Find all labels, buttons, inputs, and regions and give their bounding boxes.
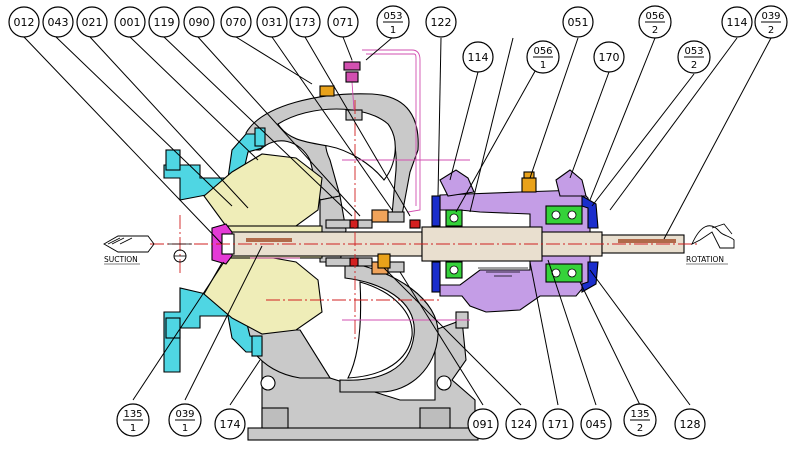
callout-056-1: 056 1 <box>526 40 560 74</box>
callout-128: 128 <box>674 408 706 440</box>
callout-174-text: 174 <box>220 418 241 431</box>
callout-001: 001 <box>114 6 146 38</box>
callout-119-text: 119 <box>154 16 175 29</box>
callout-114-a: 114 <box>462 41 494 73</box>
rotation-label: ROTATION <box>686 255 724 264</box>
oil-fittings <box>319 85 537 269</box>
callout-001-text: 001 <box>120 16 141 29</box>
callout-043: 043 <box>42 6 74 38</box>
callout-135-1-bottom: 1 <box>130 423 136 434</box>
callout-056-1-top: 056 <box>533 46 552 57</box>
callout-135-2: 135 2 <box>623 403 657 437</box>
callout-053-1-bottom: 1 <box>390 25 396 36</box>
callout-135-2-bottom: 2 <box>637 423 643 434</box>
callout-171: 171 <box>542 408 574 440</box>
callout-045-text: 045 <box>586 418 607 431</box>
leader-lines <box>23 36 772 406</box>
callout-039-1: 039 1 <box>168 403 202 437</box>
callout-053-1: 053 1 <box>376 5 410 39</box>
callout-051: 051 <box>562 6 594 38</box>
callout-173: 173 <box>289 6 321 38</box>
impeller <box>203 153 323 335</box>
callout-053-2-bottom: 2 <box>691 60 697 71</box>
callout-056-1-bottom: 1 <box>540 60 546 71</box>
centerlines <box>150 100 700 340</box>
volute-casing <box>239 93 469 393</box>
callout-051-text: 051 <box>568 16 589 29</box>
callout-031-text: 031 <box>262 16 283 29</box>
callout-039-2: 039 2 <box>754 5 788 39</box>
callout-124: 124 <box>505 408 537 440</box>
bearings <box>445 205 583 283</box>
callout-012: 012 <box>8 6 40 38</box>
callout-091: 091 <box>467 408 499 440</box>
callout-135-1: 135 1 <box>116 403 150 437</box>
callout-091-text: 091 <box>473 418 494 431</box>
callout-114-a-text: 114 <box>468 51 489 64</box>
callout-053-1-top: 053 <box>383 11 402 22</box>
callout-012-text: 012 <box>14 16 35 29</box>
callout-021: 021 <box>76 6 108 38</box>
callout-173-text: 173 <box>295 16 316 29</box>
callout-122: 122 <box>425 6 457 38</box>
suction-symbol <box>103 235 192 263</box>
callout-174: 174 <box>214 408 246 440</box>
callout-171-text: 171 <box>548 418 569 431</box>
callout-039-2-top: 039 <box>761 11 780 22</box>
callout-128-text: 128 <box>680 418 701 431</box>
callout-119: 119 <box>148 6 180 38</box>
callout-135-2-top: 135 <box>630 409 649 420</box>
callout-070-text: 070 <box>226 16 247 29</box>
callout-056-2: 056 2 <box>638 5 672 39</box>
callout-039-1-bottom: 1 <box>182 423 188 434</box>
callout-071: 071 <box>327 6 359 38</box>
rotation-symbol <box>691 223 735 249</box>
callout-053-2: 053 2 <box>677 40 711 74</box>
callout-090-text: 090 <box>189 16 210 29</box>
gland-packing <box>325 209 421 275</box>
suction-label: SUCTION <box>104 255 138 264</box>
callout-053-2-top: 053 <box>684 46 703 57</box>
callout-122-text: 122 <box>431 16 452 29</box>
callout-170: 170 <box>593 41 625 73</box>
callout-045: 045 <box>580 408 612 440</box>
callout-039-2-bottom: 2 <box>768 25 774 36</box>
callout-021-text: 021 <box>82 16 103 29</box>
callout-114-b: 114 <box>721 6 753 38</box>
callout-039-1-top: 039 <box>175 409 194 420</box>
callout-170-text: 170 <box>599 51 620 64</box>
callout-135-1-top: 135 <box>123 409 142 420</box>
callout-071-text: 071 <box>333 16 354 29</box>
callout-114-b-text: 114 <box>727 16 748 29</box>
callout-056-2-bottom: 2 <box>652 25 658 36</box>
callout-056-2-top: 056 <box>645 11 664 22</box>
callout-124-text: 124 <box>511 418 532 431</box>
callout-090: 090 <box>183 6 215 38</box>
pump-base <box>247 319 479 441</box>
callout-031: 031 <box>256 6 288 38</box>
callout-043-text: 043 <box>48 16 69 29</box>
flush-pipe <box>250 49 470 321</box>
callout-070: 070 <box>220 6 252 38</box>
